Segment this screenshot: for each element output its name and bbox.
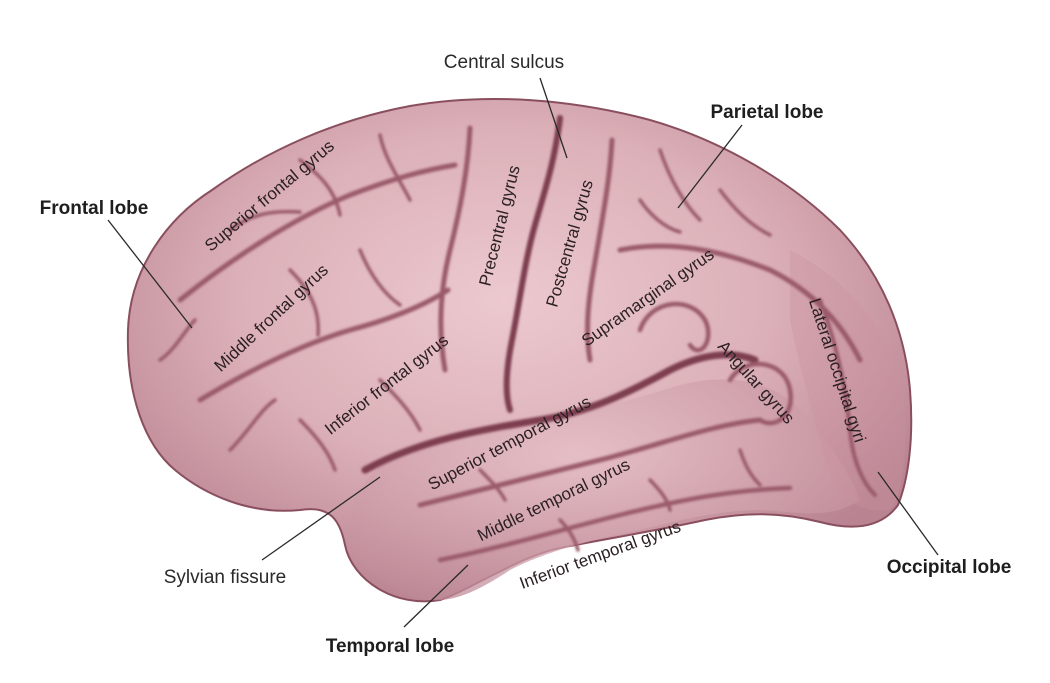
label-parietal-lobe: Parietal lobe [711,102,824,123]
leader-central-sulcus [539,77,568,159]
sulci [158,115,877,563]
label-frontal-lobe: Frontal lobe [40,198,149,219]
leader-occipital-lobe [877,471,939,556]
leader-temporal-lobe [403,564,469,628]
leader-frontal-lobe [107,219,193,329]
leader-lines [107,77,939,628]
cerebrum [126,98,913,603]
label-occipital-lobe: Occipital lobe [887,557,1012,578]
leader-sylvian-fissure [261,476,381,561]
label-temporal-lobe: Temporal lobe [326,636,454,657]
occipital-region [790,250,906,511]
label-sylvian-fissure: Sylvian fissure [164,567,287,588]
label-central-sulcus: Central sulcus [444,52,564,73]
leader-parietal-lobe [677,124,743,209]
outer-labels: Central sulcus Parietal lobe Frontal lob… [40,52,1012,657]
